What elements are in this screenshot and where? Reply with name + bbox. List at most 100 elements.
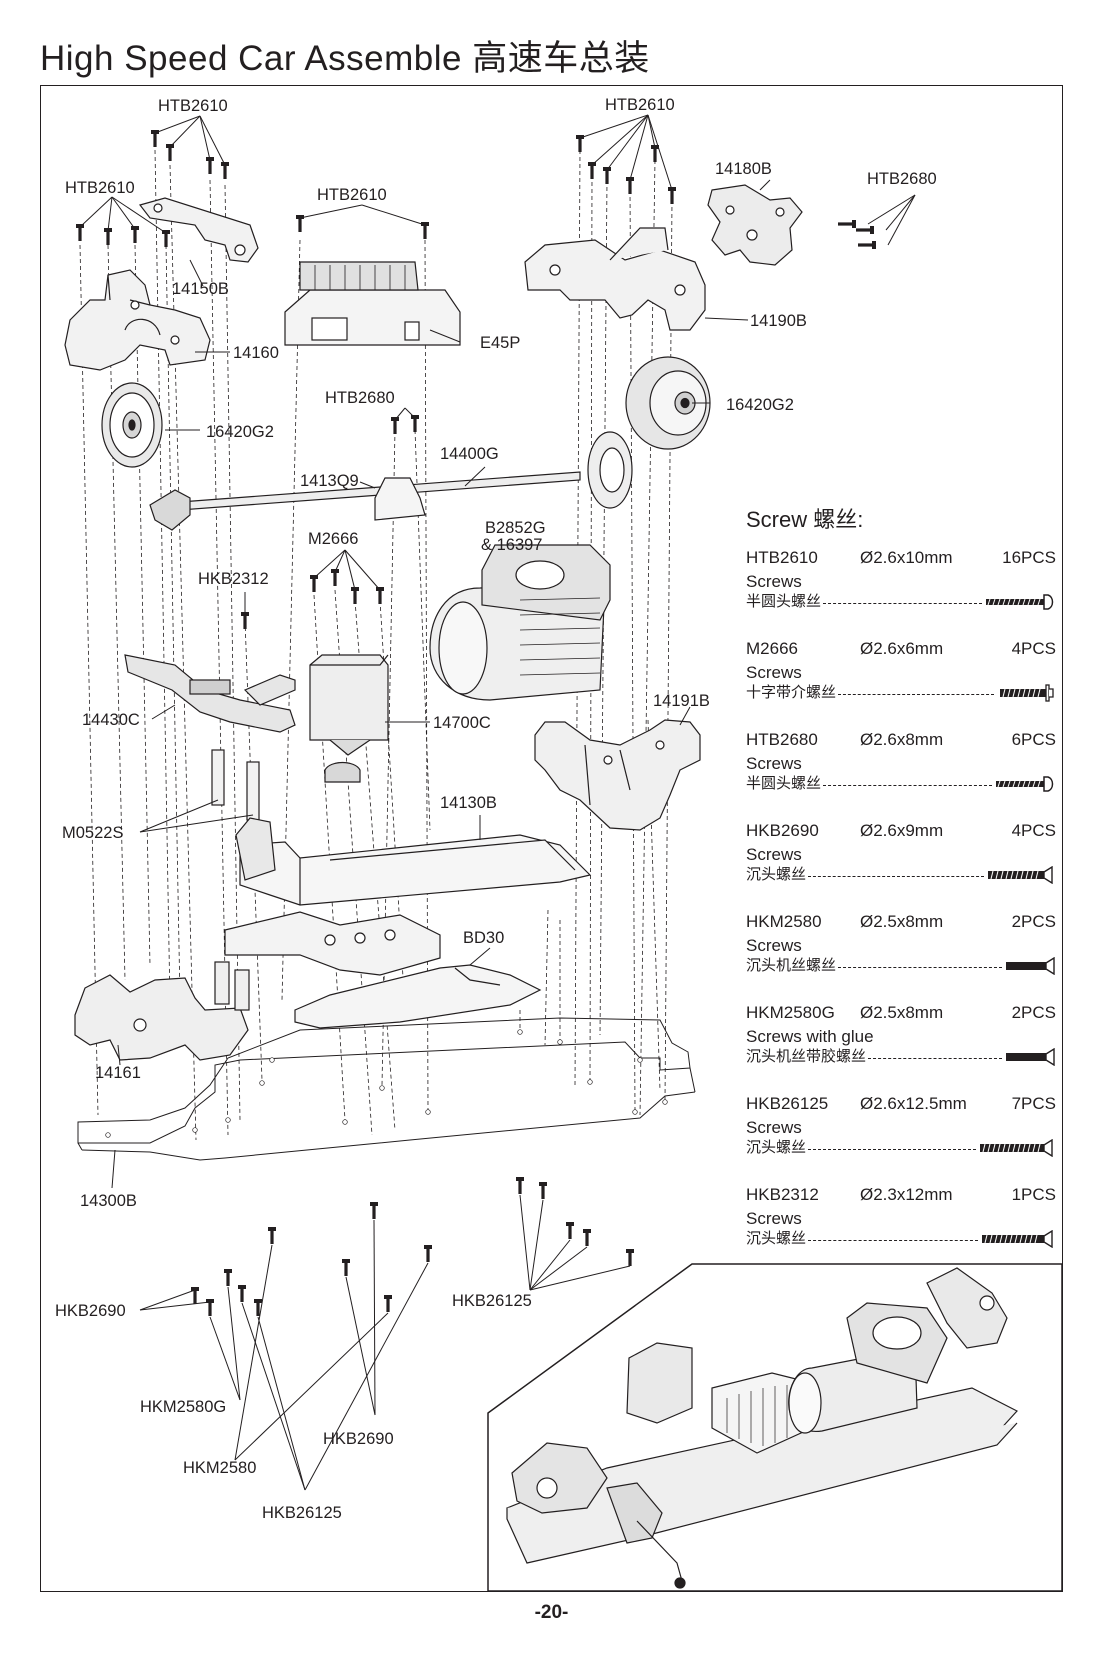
legend-title: Screw 螺丝: [746, 507, 864, 532]
label-14160: 14160 [233, 344, 279, 362]
label-bd30: BD30 [463, 929, 504, 947]
label-b2852g-2: & 16397 [481, 536, 542, 554]
spec-cn: 沉头机丝螺丝 [746, 957, 837, 974]
label-14161: 14161 [95, 1064, 141, 1082]
spec-size: Ø2.6x8mm [860, 730, 944, 749]
label-m0522s: M0522S [62, 824, 123, 842]
pan-head-screw-icon [986, 594, 1054, 610]
spec-cn: 沉头螺丝 [746, 1230, 807, 1247]
spec-type: Screws [746, 1209, 802, 1228]
spec-size: Ø2.6x6mm [860, 639, 944, 658]
spec-code: HTB2680 [746, 730, 818, 749]
label-1413q9: 1413Q9 [300, 472, 359, 490]
page-title: High Speed Car Assemble 高速车总装 [40, 39, 650, 78]
screws-m2666 [310, 569, 384, 604]
label-14430c: 14430C [82, 711, 140, 729]
gearbox-14160 [64, 269, 211, 371]
spec-size: Ø2.6x10mm [860, 548, 953, 567]
spec-size: Ø2.6x12.5mm [860, 1094, 967, 1113]
spec-code: HKM2580G [746, 1003, 835, 1022]
label-14180b: 14180B [715, 160, 772, 178]
steering-14430c [124, 654, 296, 733]
countersunk-screw-icon [988, 866, 1053, 884]
label-14190b: 14190B [750, 312, 807, 330]
label-14191b: 14191B [653, 692, 710, 710]
spec-type: Screws with glue [746, 1027, 874, 1046]
label-e45p: E45P [480, 334, 520, 352]
spec-qty: 4PCS [1011, 821, 1056, 840]
countersunk-screw-icon [982, 1230, 1053, 1248]
motor-b2852g [429, 544, 611, 701]
esc-e45p [284, 261, 461, 346]
spec-size: Ø2.3x12mm [860, 1185, 953, 1204]
label-htb2610-b: HTB2610 [65, 179, 135, 197]
posts-m0522s [211, 749, 260, 821]
page-number: -20- [534, 1602, 569, 1623]
spec-qty: 2PCS [1011, 912, 1056, 931]
spec-cn: 沉头机丝带胶螺丝 [746, 1048, 867, 1065]
countersunk-machine-screw-icon [1006, 957, 1055, 975]
label-b2852g-1: B2852G [485, 519, 546, 537]
label-hkb26125-b: HKB26125 [262, 1504, 342, 1522]
mount-14180b [707, 184, 803, 266]
spec-type: Screws [746, 1118, 802, 1137]
spec-code: HKB2312 [746, 1185, 819, 1204]
spec-code: HKM2580 [746, 912, 822, 931]
label-14400g: 14400G [440, 445, 499, 463]
gearbox-14191b [534, 719, 701, 831]
spec-type: Screws [746, 754, 802, 773]
chassis-plate [77, 1017, 696, 1161]
spec-cn: 半圆头螺丝 [746, 775, 822, 792]
label-hkb2312: HKB2312 [198, 570, 269, 588]
label-htb2680-a: HTB2680 [867, 170, 937, 188]
label-hkb26125-a: HKB26125 [452, 1292, 532, 1310]
dash-leader [838, 966, 1002, 968]
bulkhead-14161 [74, 961, 250, 1061]
dash-leader [808, 875, 984, 877]
dash-leader [808, 1239, 978, 1241]
screws-htb2680-mount [838, 220, 876, 249]
part-labels: HTB2610 HTB2610 HTB2610 HTB2610 14180B H… [55, 96, 937, 1522]
spec-cn: 十字带介螺丝 [746, 684, 837, 701]
arm-14150b [138, 197, 259, 263]
label-14300b: 14300B [80, 1192, 137, 1210]
label-hkb2690-b: HKB2690 [323, 1430, 394, 1448]
dash-leader [838, 693, 994, 695]
spec-code: HKB2690 [746, 821, 819, 840]
label-htb2610-a: HTB2610 [158, 97, 228, 115]
countersunk-machine-screw-icon [1006, 1048, 1055, 1066]
dash-leader [823, 602, 982, 604]
label-htb2610-d: HTB2610 [605, 96, 675, 114]
spec-code: M2666 [746, 639, 798, 658]
leader-lines [79, 114, 916, 1491]
spec-type: Screws [746, 663, 802, 682]
legend-item: HKM2580G Ø2.5x8mm 2PCS Screws with glue 沉头… [746, 1003, 1056, 1094]
label-htb2680-b: HTB2680 [325, 389, 395, 407]
label-14150b: 14150B [172, 280, 229, 298]
label-hkb2690-a: HKB2690 [55, 1302, 126, 1320]
label-m2666: M2666 [308, 530, 358, 548]
assembled-car-inset [487, 1263, 1063, 1592]
dash-leader [823, 784, 992, 786]
spec-qty: 2PCS [1011, 1003, 1056, 1022]
label-hkm2580: HKM2580 [183, 1459, 256, 1477]
bumper-bd30 [294, 964, 542, 1029]
chassis-tub-14130b [235, 817, 592, 906]
spec-size: Ø2.5x8mm [860, 1003, 944, 1022]
label-hkm2580g: HKM2580G [140, 1398, 226, 1416]
dash-leader [808, 1148, 976, 1150]
spec-type: Screws [746, 845, 802, 864]
flange-screw-icon [1000, 684, 1054, 702]
driveshaft-14400g [149, 431, 633, 531]
spec-size: Ø2.5x8mm [860, 912, 944, 931]
servo-14700c [309, 654, 389, 783]
spec-code: HTB2610 [746, 548, 818, 567]
spec-cn: 半圆头螺丝 [746, 593, 822, 610]
